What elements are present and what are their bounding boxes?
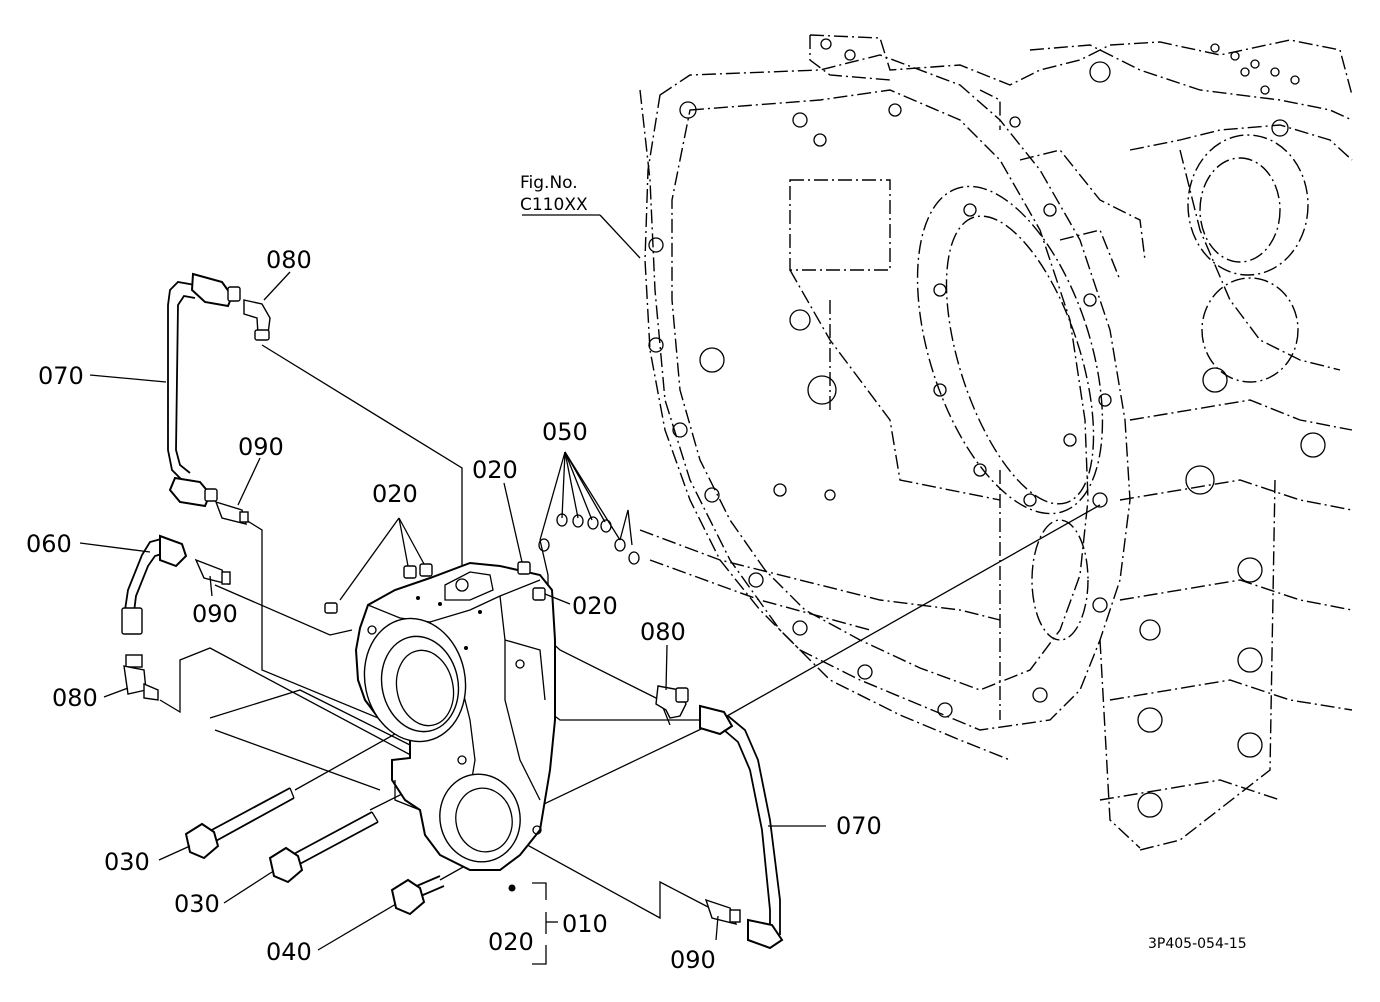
part-labels: 080 070 090 020 020 050 060 090 020 080 … xyxy=(26,246,1247,974)
fig-no-label: Fig.No. xyxy=(520,173,578,193)
label-010: 010 xyxy=(562,910,608,938)
union-090-upper xyxy=(214,500,249,525)
elbow-080-left xyxy=(123,654,159,701)
label-030-lower: 030 xyxy=(174,890,220,918)
label-090-bottom: 090 xyxy=(670,946,716,974)
transmission-case-phantom xyxy=(639,34,1353,851)
elbow-080-upper xyxy=(243,299,271,341)
bolt-030-upper xyxy=(184,787,295,860)
label-070-right: 070 xyxy=(836,812,882,840)
label-leaders xyxy=(79,271,826,965)
union-090-left xyxy=(194,558,231,586)
label-050: 050 xyxy=(542,418,588,446)
label-020-right: 020 xyxy=(572,592,618,620)
drawing-code: 3P405-054-15 xyxy=(1148,936,1247,952)
label-020-top: 020 xyxy=(372,480,418,508)
elbow-080-right xyxy=(655,685,689,719)
label-060: 060 xyxy=(26,530,72,558)
fig-ref-leader xyxy=(599,214,641,259)
label-080-top: 080 xyxy=(266,246,312,274)
label-080-left: 080 xyxy=(52,684,98,712)
label-070-left: 070 xyxy=(38,362,84,390)
label-020-bottom: 020 xyxy=(488,928,534,956)
bolt-030-lower xyxy=(268,811,379,884)
bearing-housing-010 xyxy=(354,561,556,892)
pipe-070-lower xyxy=(699,704,784,950)
label-030-upper: 030 xyxy=(104,848,150,876)
bolt-040 xyxy=(390,875,445,916)
label-020-mid: 020 xyxy=(472,456,518,484)
plug-020-group xyxy=(324,482,571,614)
fig-code-label: C110XX xyxy=(520,195,588,215)
label-080-right: 080 xyxy=(640,618,686,646)
pipe-060 xyxy=(121,534,188,635)
union-090-right xyxy=(704,898,741,926)
pipe-070-upper xyxy=(167,272,241,508)
label-090-left: 090 xyxy=(192,600,238,628)
label-090-upper: 090 xyxy=(238,433,284,461)
label-040: 040 xyxy=(266,938,312,966)
alignment-lines xyxy=(159,344,1101,920)
o-ring-050-group xyxy=(538,451,640,586)
